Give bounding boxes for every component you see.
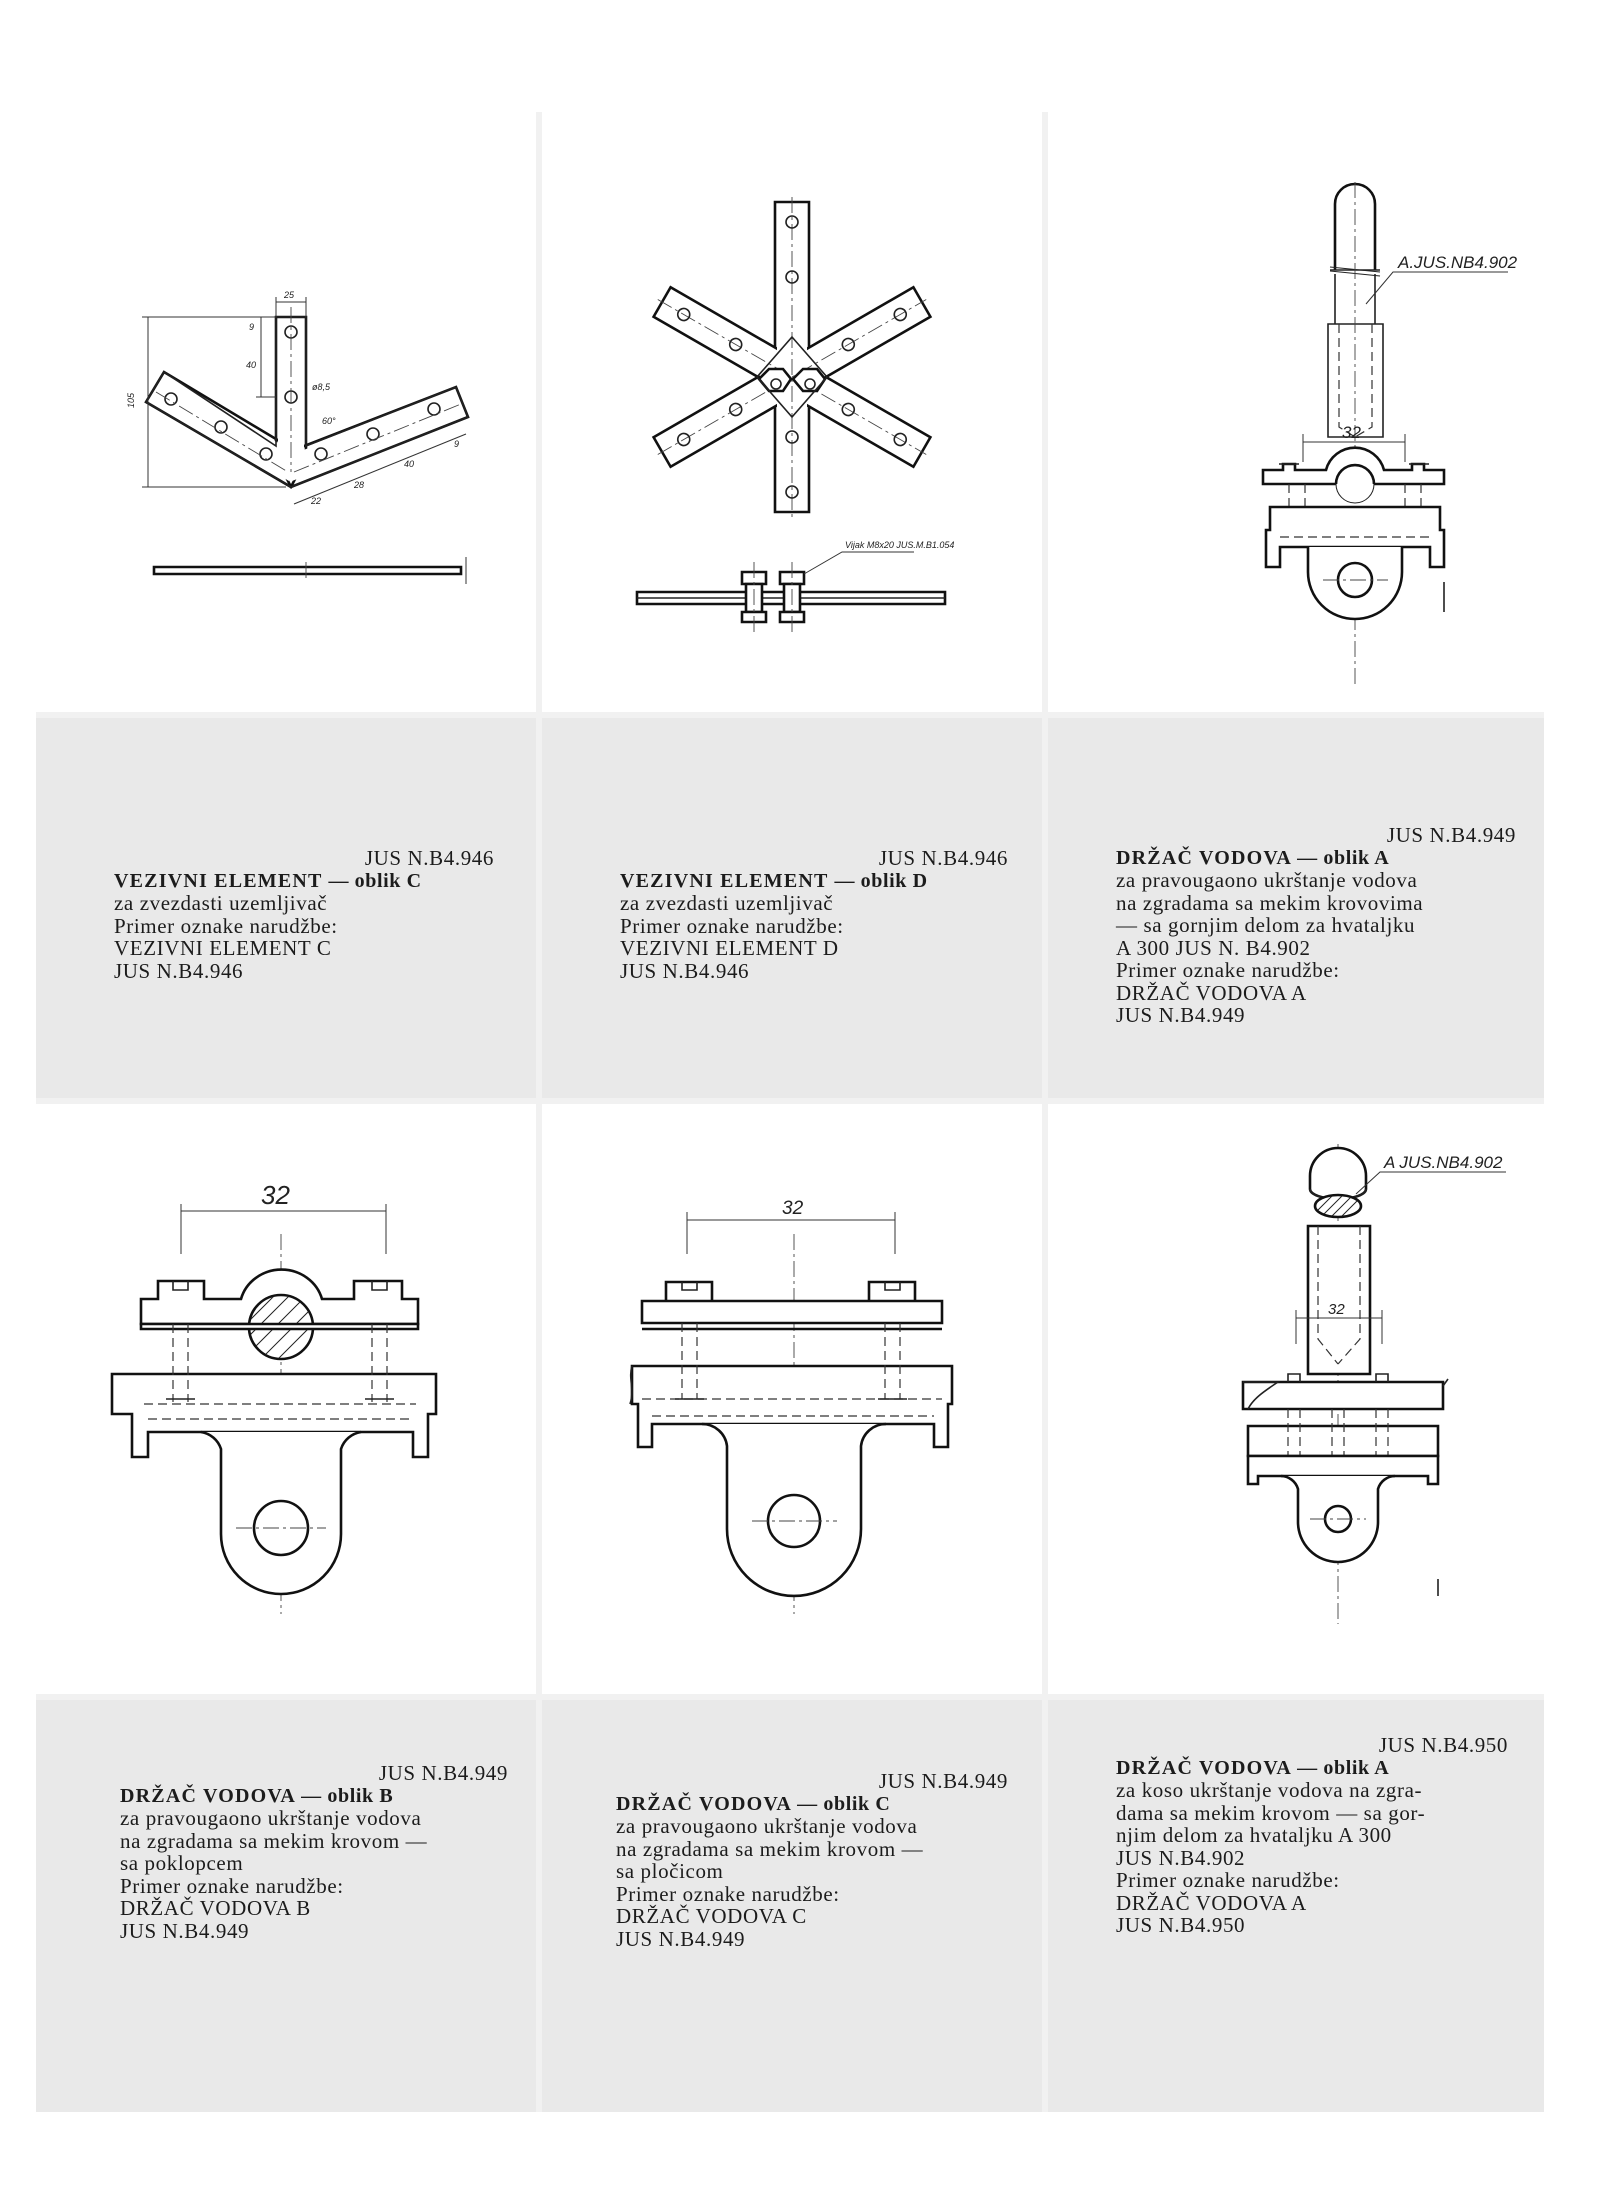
standard-label-bottom: A JUS.NB4.902 <box>1383 1153 1503 1172</box>
caption-6-line: njim delom za hvataljku A 300 <box>1116 1823 1392 1847</box>
caption-panel-4: JUS N.B4.949 DRŽAČ VODOVA — oblik B za p… <box>36 1700 536 2112</box>
caption-4-line: sa poklopcem <box>120 1851 244 1875</box>
dim-105: 105 <box>126 392 136 408</box>
caption-6-line: JUS N.B4.902 <box>1116 1845 1246 1870</box>
technical-drawing-c-949: 32 <box>542 1198 1042 1694</box>
caption-2-line: VEZIVNI ELEMENT D <box>620 936 839 960</box>
drawing-drzac-vodova-c: 32 <box>542 1104 1042 1694</box>
caption-1-line: za zvezdasti uzemljivač <box>114 891 328 915</box>
caption-4-line: na zgradama sa mekim krovom — <box>120 1828 428 1853</box>
technical-drawing-a-950: A JUS.NB4.902 32 <box>1048 1104 1544 1694</box>
dim-32: 32 <box>261 1180 290 1210</box>
dim-22: 22 <box>310 496 321 506</box>
caption-4-line: Primer oznake narudžbe: <box>120 1873 344 1898</box>
drawing-drzac-vodova-a-949: A.JUS.NB4.902 32 <box>1048 112 1544 712</box>
caption-3-line: na zgradama sa mekim krovovima <box>1116 890 1424 915</box>
caption-3-title: DRŽAČ VODOVA — oblik A <box>1116 846 1390 869</box>
caption-panel-2: JUS N.B4.946 VEZIVNI ELEMENT — oblik D z… <box>542 718 1042 1098</box>
caption-5-line: DRŽAČ VODOVA C <box>616 1904 807 1928</box>
caption-2-standard: JUS N.B4.946 <box>878 846 1008 870</box>
caption-3-standard: JUS N.B4.949 <box>1386 823 1516 847</box>
technical-drawing-d: Vijak M8x20 JUS.M.B1.054 <box>542 112 954 712</box>
caption-4-line: DRŽAČ VODOVA B <box>120 1896 311 1920</box>
dim-40-bottom: 40 <box>404 459 414 469</box>
caption-3-line: A 300 JUS N. B4.902 <box>1116 935 1311 960</box>
caption-1-standard: JUS N.B4.946 <box>364 846 494 870</box>
caption-2: JUS N.B4.946 VEZIVNI ELEMENT — oblik D z… <box>620 847 1008 982</box>
standard-label-top: A.JUS.NB4.902 <box>1397 253 1518 272</box>
drawing-vezivni-element-c: 25 9 40 ø8,5 60° 105 22 28 40 9 <box>36 112 536 712</box>
caption-2-title: VEZIVNI ELEMENT — oblik D <box>620 869 928 892</box>
caption-6-line: DRŽAČ VODOVA A <box>1116 1890 1307 1915</box>
caption-3-line: DRŽAČ VODOVA A <box>1116 980 1307 1005</box>
bolt-label: Vijak M8x20 JUS.M.B1.054 <box>845 540 954 550</box>
dim-25: 25 <box>283 290 295 300</box>
dim-32: 32 <box>782 1198 804 1219</box>
caption-3-line: — sa gornjim delom za hvataljku <box>1116 913 1416 937</box>
caption-3: JUS N.B4.949 DRŽAČ VODOVA — oblik A za p… <box>1116 824 1516 1027</box>
hole-markers <box>786 216 798 498</box>
caption-1-title: VEZIVNI ELEMENT — oblik C <box>114 869 422 892</box>
caption-1-line: Primer oznake narudžbe: <box>114 913 338 938</box>
caption-panel-1: JUS N.B4.946 VEZIVNI ELEMENT — oblik C z… <box>36 718 536 1098</box>
bolt-side-view <box>742 562 804 632</box>
caption-1: JUS N.B4.946 VEZIVNI ELEMENT — oblik C z… <box>114 847 494 982</box>
caption-6: JUS N.B4.950 DRŽAČ VODOVA — oblik A za k… <box>1116 1734 1508 1937</box>
caption-4-standard: JUS N.B4.949 <box>378 1761 508 1785</box>
catalog-sheet: 25 9 40 ø8,5 60° 105 22 28 40 9 <box>36 112 1544 2112</box>
caption-6-line: dama sa mekim krovom — sa gor- <box>1116 1800 1426 1825</box>
caption-3-line: Primer oznake narudžbe: <box>1116 958 1340 982</box>
technical-drawing-b: 32 <box>36 1180 536 1694</box>
dim-40: 40 <box>246 360 256 370</box>
dim-hole-diameter: ø8,5 <box>312 382 331 392</box>
technical-drawing-c: 25 9 40 ø8,5 60° 105 22 28 40 9 <box>126 290 536 712</box>
caption-4: JUS N.B4.949 DRŽAČ VODOVA — oblik B za p… <box>120 1762 508 1942</box>
caption-4-line: JUS N.B4.949 <box>120 1918 250 1943</box>
caption-2-line: JUS N.B4.946 <box>620 958 750 983</box>
caption-5-standard: JUS N.B4.949 <box>878 1769 1008 1793</box>
dim-9: 9 <box>249 322 254 332</box>
drawing-vezivni-element-d: Vijak M8x20 JUS.M.B1.054 <box>542 112 1042 712</box>
caption-4-line: za pravougaono ukrštanje vodova <box>120 1806 422 1830</box>
caption-6-line: JUS N.B4.950 <box>1116 1913 1246 1937</box>
drawing-drzac-vodova-a-950: A JUS.NB4.902 32 <box>1048 1104 1544 1694</box>
caption-6-line: za koso ukrštanje vodova na zgra- <box>1116 1778 1423 1802</box>
caption-5-line: JUS N.B4.949 <box>616 1926 746 1951</box>
caption-1-line: JUS N.B4.946 <box>114 958 244 983</box>
caption-5: JUS N.B4.949 DRŽAČ VODOVA — oblik C za p… <box>616 1770 1008 1950</box>
caption-6-standard: JUS N.B4.950 <box>1378 1733 1508 1757</box>
caption-6-line: Primer oznake narudžbe: <box>1116 1868 1340 1892</box>
caption-5-line: Primer oznake narudžbe: <box>616 1881 840 1906</box>
caption-panel-6: JUS N.B4.950 DRŽAČ VODOVA — oblik A za k… <box>1048 1700 1544 2112</box>
caption-6-title: DRŽAČ VODOVA — oblik A <box>1116 1756 1390 1779</box>
caption-panel-3: JUS N.B4.949 DRŽAČ VODOVA — oblik A za p… <box>1048 718 1544 1098</box>
caption-3-line: JUS N.B4.949 <box>1116 1003 1246 1027</box>
caption-1-line: VEZIVNI ELEMENT C <box>114 936 332 960</box>
dim-32: 32 <box>1328 1301 1345 1318</box>
dim-angle: 60° <box>322 416 336 426</box>
technical-drawing-a-949: A.JUS.NB4.902 32 <box>1048 112 1518 712</box>
dim-28: 28 <box>353 480 364 490</box>
drawing-drzac-vodova-b: 32 <box>36 1104 536 1694</box>
caption-3-line: za pravougaono ukrštanje vodova <box>1116 868 1418 892</box>
caption-panel-5: JUS N.B4.949 DRŽAČ VODOVA — oblik C za p… <box>542 1700 1042 2112</box>
caption-5-line: za pravougaono ukrštanje vodova <box>616 1814 918 1838</box>
dim-9-bottom: 9 <box>454 439 459 449</box>
dim-32: 32 <box>1342 423 1361 442</box>
caption-5-line: sa pločicom <box>616 1859 724 1883</box>
caption-2-line: za zvezdasti uzemljivač <box>620 891 834 915</box>
caption-4-title: DRŽAČ VODOVA — oblik B <box>120 1784 394 1807</box>
caption-5-line: na zgradama sa mekim krovom — <box>616 1836 924 1861</box>
caption-5-title: DRŽAČ VODOVA — oblik C <box>616 1792 891 1815</box>
caption-2-line: Primer oznake narudžbe: <box>620 913 844 938</box>
